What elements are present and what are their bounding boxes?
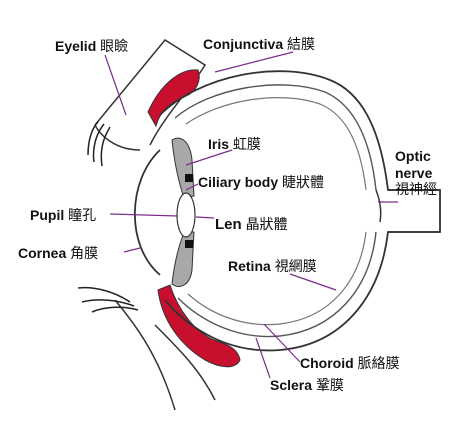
lower-eyelid xyxy=(77,286,216,411)
lower-pupil-edge xyxy=(185,240,193,248)
lens-label: Len 晶狀體 xyxy=(215,216,288,234)
sclera-label: Sclera 鞏膜 xyxy=(270,377,344,394)
ciliary-body-label: Ciliary body 睫狀體 xyxy=(198,174,324,191)
optic-nerve-label: Optic nerve 視神經 xyxy=(395,148,437,199)
sclera-outline xyxy=(159,70,441,352)
iris-label: Iris 虹膜 xyxy=(208,136,261,153)
sclera-label-zh: 鞏膜 xyxy=(315,378,344,394)
optic-nerve-label-en-line1: Optic xyxy=(395,148,431,164)
cornea-label-zh: 角膜 xyxy=(70,246,99,262)
retina-label: Retina 視網膜 xyxy=(228,258,317,275)
cornea-outline xyxy=(134,149,161,276)
optic-nerve-shape xyxy=(375,189,440,233)
pupil-label-en: Pupil xyxy=(30,207,65,223)
cornea-label: Cornea 角膜 xyxy=(18,245,98,262)
pupil-label-zh: 瞳孔 xyxy=(68,208,97,224)
optic-nerve-label-zh: 視神經 xyxy=(395,182,437,198)
cornea-label-en: Cornea xyxy=(18,245,67,261)
leader-lines xyxy=(104,51,398,379)
retina-label-zh: 視網膜 xyxy=(274,259,317,275)
iris-label-zh: 虹膜 xyxy=(232,137,261,153)
iris-label-en: Iris xyxy=(208,136,230,152)
lens-label-en: Len xyxy=(215,216,242,233)
pupil-label: Pupil 瞳孔 xyxy=(30,207,96,224)
retina-label-en: Retina xyxy=(228,258,271,274)
lower-eyelashes xyxy=(77,286,139,313)
conjunctiva-label-en: Conjunctiva xyxy=(203,36,284,52)
lower-conjunctiva xyxy=(157,284,241,368)
lens-label-zh: 晶狀體 xyxy=(245,217,288,233)
upper-eyelid xyxy=(87,39,207,167)
upper-pupil-edge xyxy=(185,174,193,182)
optic-nerve-label-en-line2: nerve xyxy=(395,165,433,181)
retina-outline xyxy=(185,97,367,326)
choroid-label: Choroid 脈絡膜 xyxy=(300,355,400,372)
choroid-outline xyxy=(174,84,377,338)
ciliary-body-label-zh: 睫狀體 xyxy=(282,175,325,191)
ciliary-body-label-en: Ciliary body xyxy=(198,174,279,190)
eyelid-label-en: Eyelid xyxy=(55,38,97,54)
upper-iris xyxy=(171,137,195,199)
choroid-label-zh: 脈絡膜 xyxy=(357,356,400,372)
lens-shape xyxy=(176,192,196,238)
conjunctiva-label-zh: 結膜 xyxy=(287,37,316,53)
sclera-label-en: Sclera xyxy=(270,377,313,393)
choroid-label-en: Choroid xyxy=(300,355,354,371)
eyelid-label-zh: 眼瞼 xyxy=(100,39,129,55)
upper-eyelashes xyxy=(87,121,111,167)
conjunctiva-label: Conjunctiva 結膜 xyxy=(203,36,315,53)
eyelid-label: Eyelid 眼瞼 xyxy=(55,38,128,55)
